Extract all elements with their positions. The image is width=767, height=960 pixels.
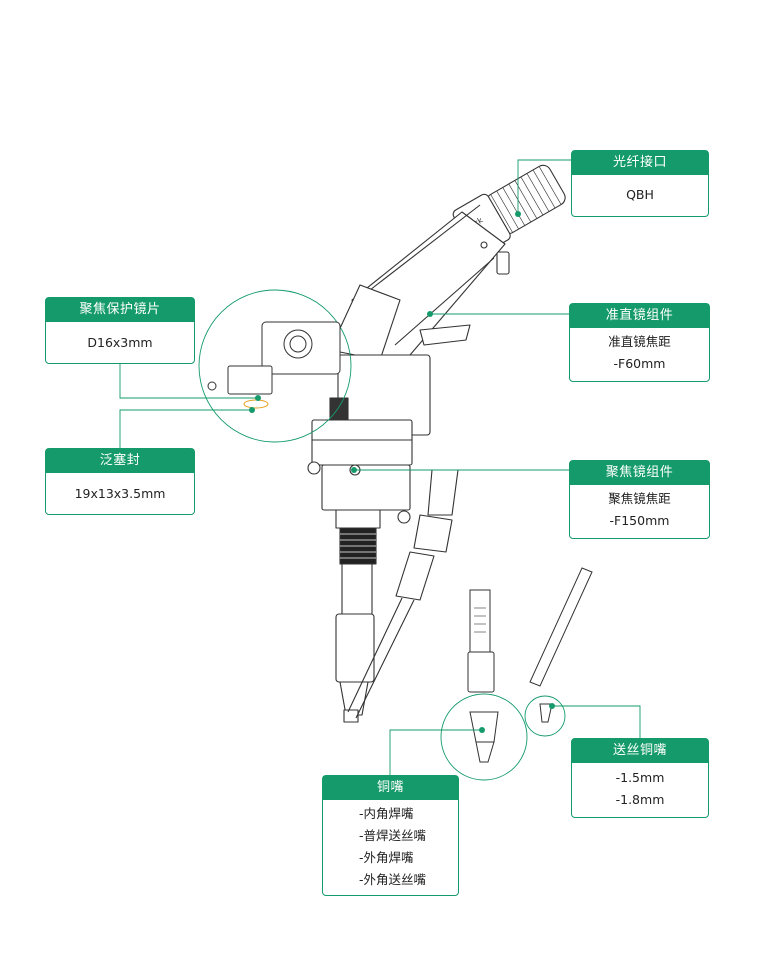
callout-focusing: 聚焦镜组件 聚焦镜焦距 -F150mm <box>569 460 710 539</box>
callout-focusing-line: -F150mm <box>609 513 670 528</box>
leader-copper-nozzle <box>389 729 482 776</box>
callout-focus-lens: 聚焦保护镜片 D16x3mm <box>45 297 195 364</box>
callout-collimator-title: 准直镜组件 <box>570 304 709 328</box>
callout-wire-nozzle-title: 送丝铜嘴 <box>572 739 708 763</box>
lens-zoom-circle <box>198 289 352 443</box>
leader-plug-seal <box>119 409 252 450</box>
wire-feeder <box>427 469 459 516</box>
leader-wire-nozzle <box>552 705 641 740</box>
nozzle-shaft <box>469 589 491 653</box>
leader-fiber-port <box>517 159 572 214</box>
leader-focus-lens <box>119 362 258 399</box>
callout-fiber-port-title: 光纤接口 <box>572 151 708 175</box>
callout-focus-lens-title: 聚焦保护镜片 <box>46 298 194 322</box>
callout-plug-seal: 泛塞封 19x13x3.5mm <box>45 448 195 515</box>
callout-plug-seal-line: 19x13x3.5mm <box>74 486 166 501</box>
callout-copper-nozzle-line: -外角焊嘴 <box>359 850 414 865</box>
wire-nozzle-zoom-circle <box>524 695 566 737</box>
callout-copper-nozzle-title: 铜嘴 <box>323 776 458 800</box>
callout-focusing-line: 聚焦镜焦距 <box>608 491 671 506</box>
callout-fiber-port-line: QBH <box>626 187 654 202</box>
callout-plug-seal-title: 泛塞封 <box>46 449 194 473</box>
callout-fiber-port: 光纤接口 QBH <box>571 150 709 217</box>
callout-wire-nozzle: 送丝铜嘴 -1.5mm -1.8mm <box>571 738 709 818</box>
callout-collimator-line: 准直镜焦距 <box>608 334 671 349</box>
callout-focusing-title: 聚焦镜组件 <box>570 461 709 485</box>
callout-collimator: 准直镜组件 准直镜焦距 -F60mm <box>569 303 710 382</box>
callout-wire-nozzle-line: -1.8mm <box>615 792 665 807</box>
callout-copper-nozzle-line: -内角焊嘴 <box>359 806 414 821</box>
callout-copper-nozzle: 铜嘴 -内角焊嘴 -普焊送丝嘴 -外角焊嘴 -外角送丝嘴 <box>322 775 459 896</box>
callout-collimator-line: -F60mm <box>613 356 666 371</box>
filler-wire <box>529 567 593 687</box>
callout-copper-nozzle-line: -普焊送丝嘴 <box>359 828 427 843</box>
copper-nozzle-zoom-circle <box>440 693 528 781</box>
callout-focus-lens-line: D16x3mm <box>87 335 153 350</box>
callout-wire-nozzle-line: -1.5mm <box>615 770 665 785</box>
callout-copper-nozzle-line: -外角送丝嘴 <box>359 872 427 887</box>
